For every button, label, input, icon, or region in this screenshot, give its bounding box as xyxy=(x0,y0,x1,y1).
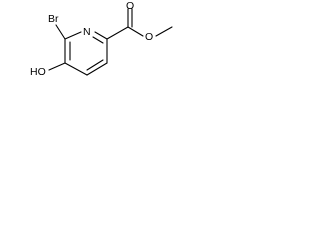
ester-oxygen-label: O xyxy=(145,31,153,43)
bromine-label: Br xyxy=(48,13,59,25)
bond-c5-c4-inner xyxy=(86,59,104,71)
bond-c2-n xyxy=(64,31,82,40)
molecule-structure: Br N HO O O xyxy=(30,0,173,78)
bond-c2-br xyxy=(55,24,66,40)
ring-nitrogen-label: N xyxy=(83,26,91,38)
bond-c3-oh xyxy=(48,62,66,71)
bond-n-c6 xyxy=(94,31,108,40)
carbonyl-oxygen-label: O xyxy=(126,0,134,12)
bond-c5-c4 xyxy=(86,62,108,76)
bond-ester-o-methyl xyxy=(155,26,173,37)
hydroxyl-label: HO xyxy=(30,66,46,78)
bond-c6-carbonyl-c xyxy=(106,26,129,40)
bond-carbonyl-ester-o xyxy=(127,26,144,37)
bond-c4-c3 xyxy=(64,62,88,76)
bond-n-c6-inner xyxy=(92,36,104,44)
pyridine-ring xyxy=(64,31,108,76)
